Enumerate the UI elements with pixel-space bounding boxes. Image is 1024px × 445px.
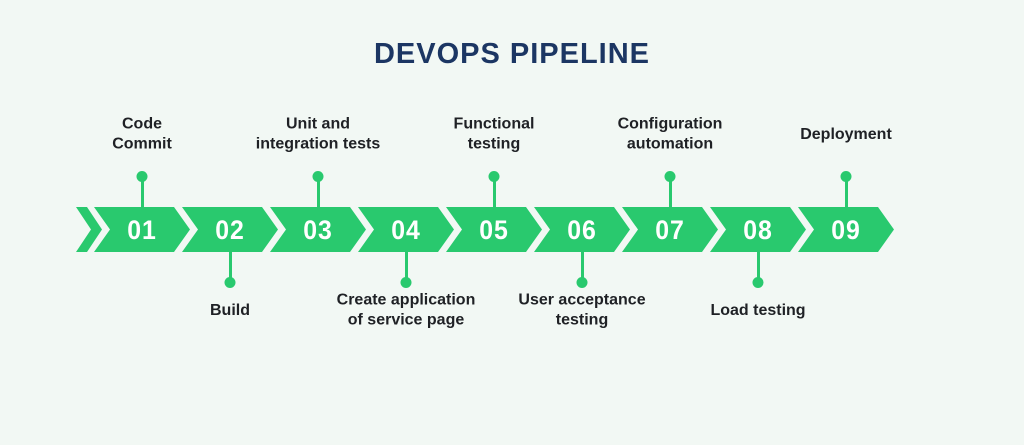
step-number: 03 [303, 214, 333, 245]
step-label: User acceptance testing [518, 291, 646, 329]
step-number: 09 [831, 214, 861, 245]
step-arrow-icon: 05 [446, 207, 542, 252]
step-label: Load testing [710, 301, 806, 319]
step-label: Build [210, 301, 250, 319]
connector-line [224, 252, 236, 288]
step-arrow-icon: 07 [622, 207, 718, 252]
connector-dot [400, 277, 412, 288]
step-arrow-icon: 01 [94, 207, 190, 252]
step-arrow-icon: 03 [270, 207, 366, 252]
step-number: 08 [743, 214, 773, 245]
connector-dot [312, 171, 324, 182]
connector-dot [576, 277, 588, 288]
connector-line [136, 171, 148, 207]
step-label: Unit and integration tests [255, 115, 381, 153]
pipeline-start-chevron-icon [76, 207, 102, 252]
step-number: 06 [567, 214, 597, 245]
step-label: Code Commit [112, 115, 172, 153]
step-arrow-icon: 04 [358, 207, 454, 252]
connector-dot [664, 171, 676, 182]
connector-line [664, 171, 676, 207]
connector-line [312, 171, 324, 207]
step-arrow-icon: 09 [798, 207, 894, 252]
connector-line [400, 252, 412, 288]
step-number: 04 [391, 214, 421, 245]
connector-dot [224, 277, 236, 288]
step-label: Configuration automation [617, 115, 723, 153]
connector-line [840, 171, 852, 207]
step-arrow-icon: 06 [534, 207, 630, 252]
connector-line [576, 252, 588, 288]
step-arrow-icon: 08 [710, 207, 806, 252]
connector-dot [752, 277, 764, 288]
connector-dot [488, 171, 500, 182]
step-number: 02 [215, 214, 245, 245]
step-arrow-icon: 02 [182, 207, 278, 252]
connector-line [488, 171, 500, 207]
connector-dot [136, 171, 148, 182]
connector-dot [840, 171, 852, 182]
step-label: Functional testing [453, 115, 535, 153]
page-title: DEVOPS PIPELINE [373, 38, 651, 70]
step-label: Create application of service page [336, 291, 476, 329]
step-label: Deployment [800, 125, 892, 143]
step-number: 07 [655, 214, 685, 245]
connector-line [752, 252, 764, 288]
step-number: 05 [479, 214, 509, 245]
step-number: 01 [127, 214, 157, 245]
